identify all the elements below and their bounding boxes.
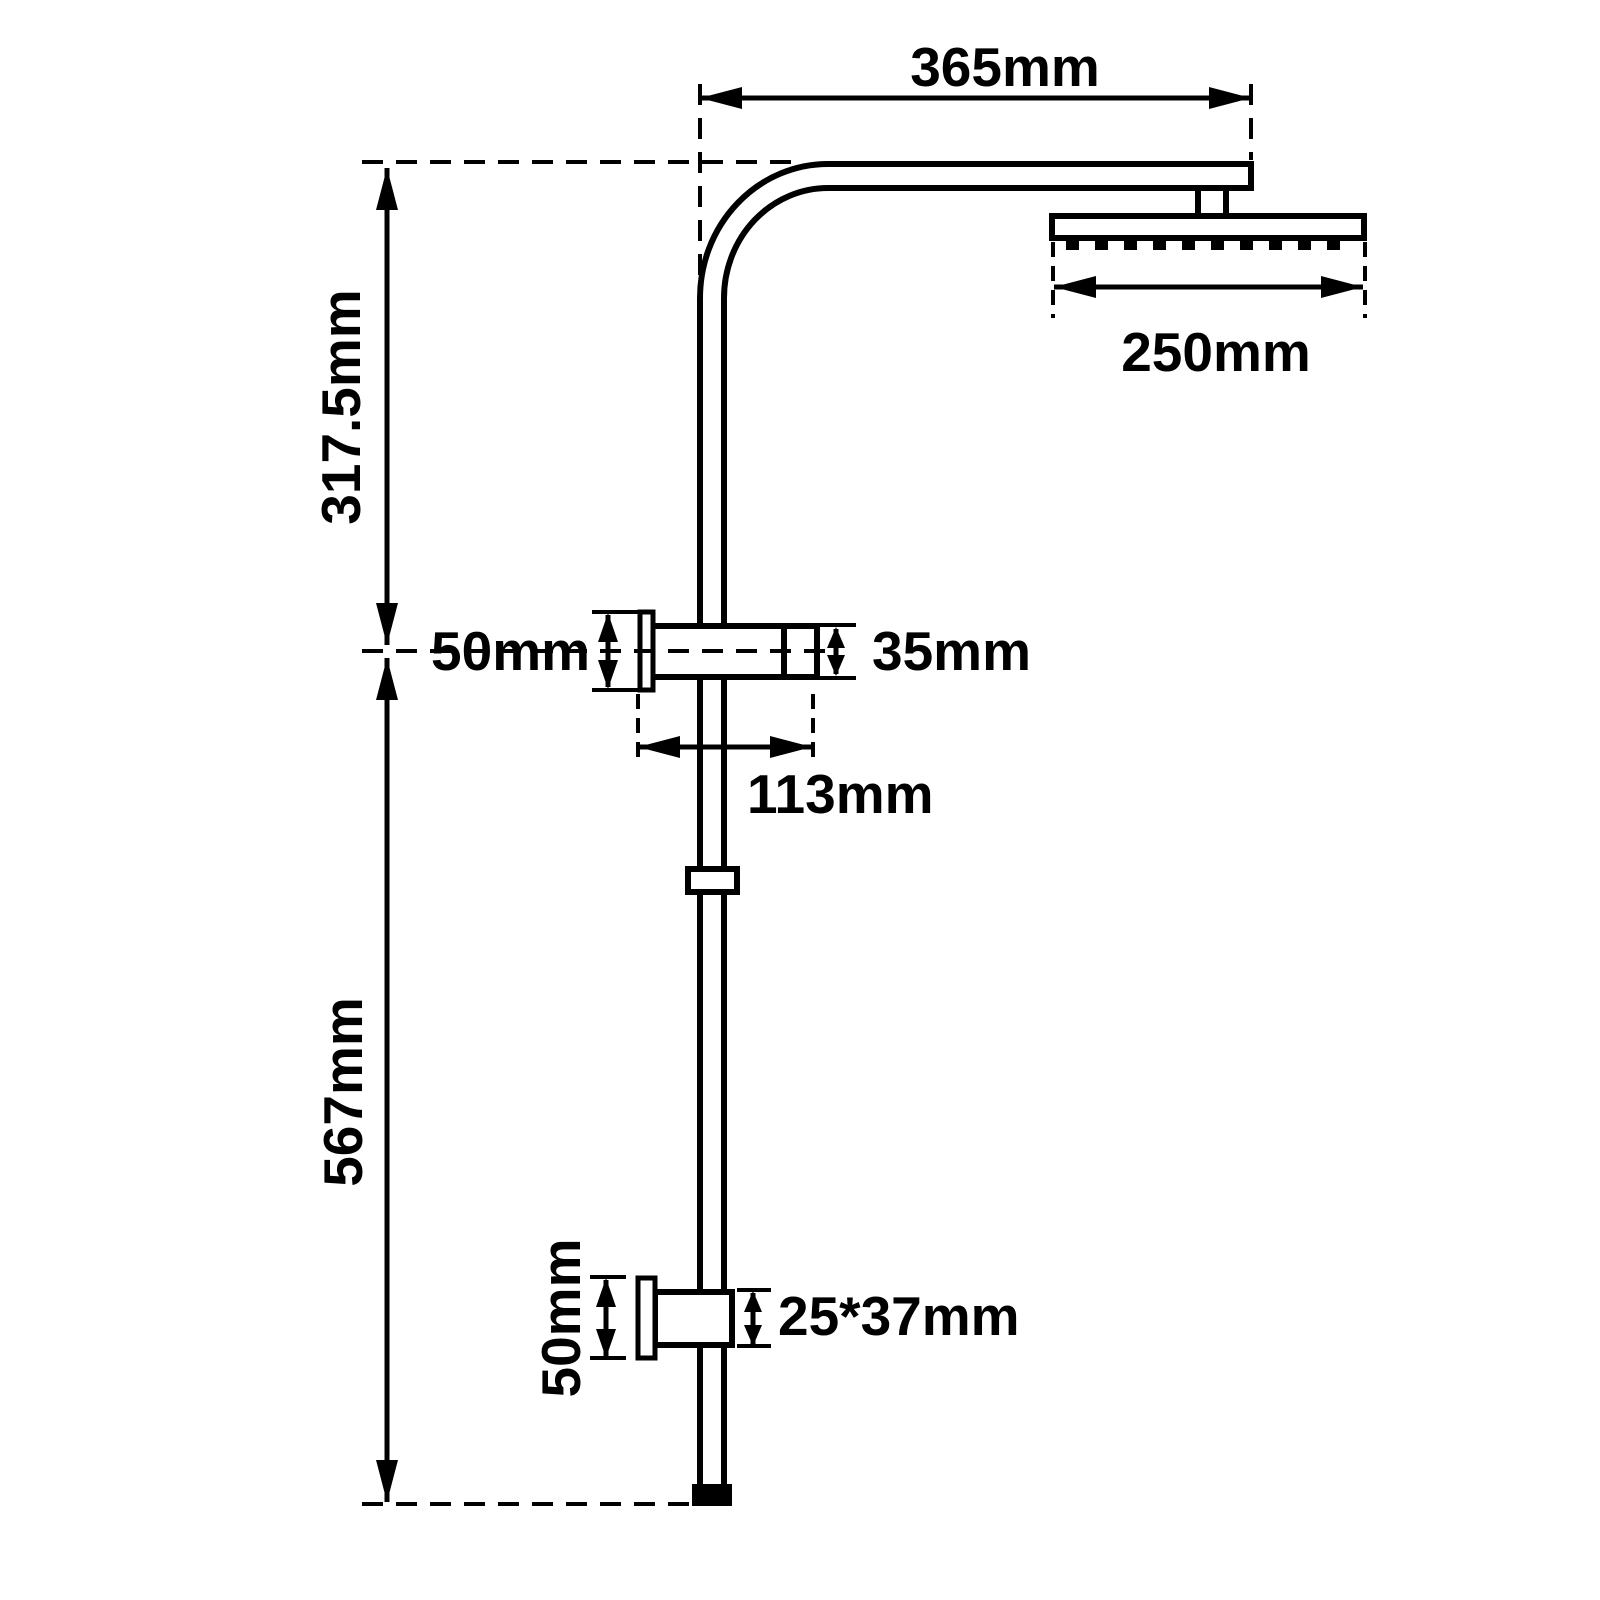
dim-arm-reach: 365mm [700, 36, 1251, 109]
shower-head [1049, 213, 1367, 250]
arrowhead-bottom [596, 1329, 616, 1358]
dim-ticks [590, 1275, 626, 1360]
dim-ticks [820, 623, 856, 680]
arrowhead-top [376, 658, 398, 700]
arrowhead-bottom [744, 1325, 762, 1346]
arrowhead-bottom [376, 603, 398, 645]
dim-label-bottom-bracket-size: 25*37mm [778, 1285, 1020, 1347]
arrowhead-top [827, 627, 845, 648]
dim-bottom-bracket-size: 25*37mm [737, 1285, 1020, 1348]
arrowhead-bottom [598, 660, 618, 689]
dim-label-upper-height: 317.5mm [310, 289, 372, 524]
arrowhead-left [1054, 276, 1096, 298]
head-plate [1049, 213, 1367, 241]
shower-arm [697, 161, 1254, 299]
reference-lines [362, 84, 1367, 1506]
bottom-bracket-wall-plate [635, 1275, 658, 1361]
bottom-bracket [635, 1275, 735, 1361]
arrowhead-bottom [827, 655, 845, 676]
pipe-end-cap [692, 1484, 732, 1506]
dim-label-mid-bracket-length: 113mm [747, 763, 934, 825]
dim-label-mid-bracket-height: 50mm [431, 620, 590, 682]
slider-ring [685, 866, 740, 895]
arrowhead-top [744, 1291, 762, 1312]
dim-label-bottom-bracket-height: 50mm [530, 1239, 592, 1398]
dim-head-width: 250mm [1054, 276, 1363, 383]
dim-label-mid-bracket-diameter: 35mm [872, 620, 1031, 682]
bottom-bracket-body [652, 1289, 735, 1348]
arm-inner-curve [721, 185, 1251, 299]
arrowhead-top [596, 1278, 616, 1307]
dim-label-head-width: 250mm [1121, 321, 1311, 383]
dim-mid-bracket-diameter: 35mm [820, 620, 1031, 682]
dim-ticks [592, 610, 642, 692]
arrowhead-right [770, 736, 812, 758]
dim-bottom-bracket-height: 50mm [530, 1239, 626, 1398]
dim-upper-height: 317.5mm [310, 168, 398, 645]
dim-mid-bracket-length: 113mm [638, 736, 934, 825]
arrowhead-bottom [376, 1460, 398, 1502]
dim-ticks [737, 1288, 771, 1348]
arrowhead-right [1321, 276, 1363, 298]
arm-outer-curve [697, 161, 1251, 299]
arrowhead-right [1209, 87, 1251, 109]
head-nozzles [1066, 241, 1340, 250]
arrowhead-left [700, 87, 742, 109]
dim-label-lower-height: 567mm [312, 997, 374, 1187]
dim-lower-height: 567mm [312, 658, 398, 1502]
dim-label-arm-reach: 365mm [910, 36, 1100, 98]
arrowhead-top [598, 613, 618, 642]
arrowhead-top [376, 168, 398, 210]
arrowhead-left [638, 736, 680, 758]
dim-mid-bracket-height: 50mm [431, 610, 642, 692]
